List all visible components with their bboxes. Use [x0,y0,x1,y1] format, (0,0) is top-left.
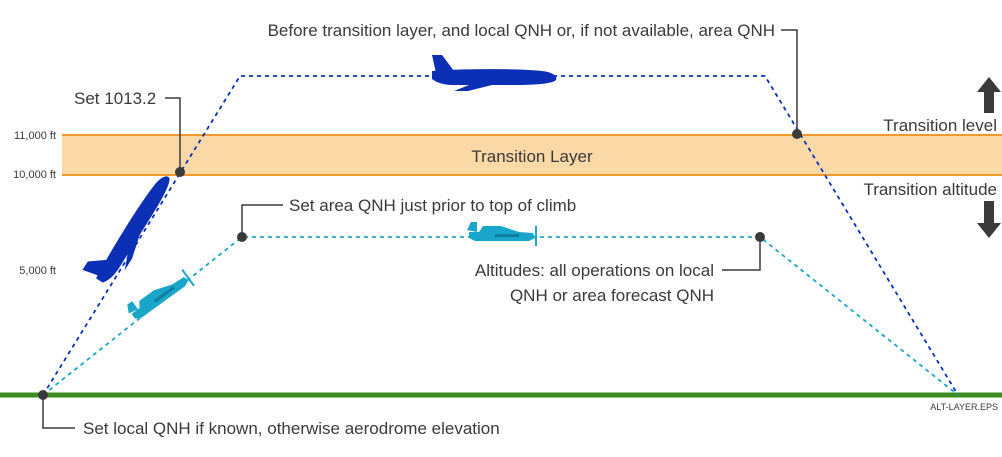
transition-layer-band [62,135,1002,175]
altitude-label-5000: 5,000 ft [19,265,56,277]
annotation-set-area-qnh: Set area QNH just prior to top of climb [289,196,576,215]
altitude-label-10000: 10,000 ft [13,169,56,181]
callout-set-1013 [165,97,181,172]
marker-transition-level-descent [792,129,802,139]
light-aircraft-icon [127,269,195,319]
callout-set-local-qnh [42,395,75,429]
annotation-before-transition: Before transition layer, and local QNH o… [268,21,775,40]
transition-level-label: Transition level [883,116,997,135]
transition-layer-label: Transition Layer [471,147,593,166]
arrow-up-icon [977,77,1001,113]
jet-flight-path [42,75,959,396]
marker-departure [38,390,48,400]
annotation-altitudes-line2: QNH or area forecast QNH [510,286,714,305]
annotation-set-local-qnh: Set local QNH if known, otherwise aerodr… [83,419,500,438]
marker-top-of-climb [237,232,247,242]
callout-set-area-qnh [241,204,283,237]
file-label: ALT-LAYER.EPS [930,402,998,412]
arrow-down-icon [977,201,1001,238]
transition-altitude-label: Transition altitude [863,180,997,199]
annotation-set-1013: Set 1013.2 [74,89,156,108]
callout-altitudes [722,237,761,271]
marker-top-of-descent [755,232,765,242]
jet-airliner-icon [432,55,557,91]
callout-before-transition [781,29,798,134]
light-aircraft-icon [467,222,537,246]
altitude-label-11000: 11,000 ft [14,130,56,142]
marker-transition-altitude-climb [175,167,185,177]
jet-airliner-icon [82,176,170,283]
annotation-altitudes-line1: Altitudes: all operations on local [475,261,714,280]
